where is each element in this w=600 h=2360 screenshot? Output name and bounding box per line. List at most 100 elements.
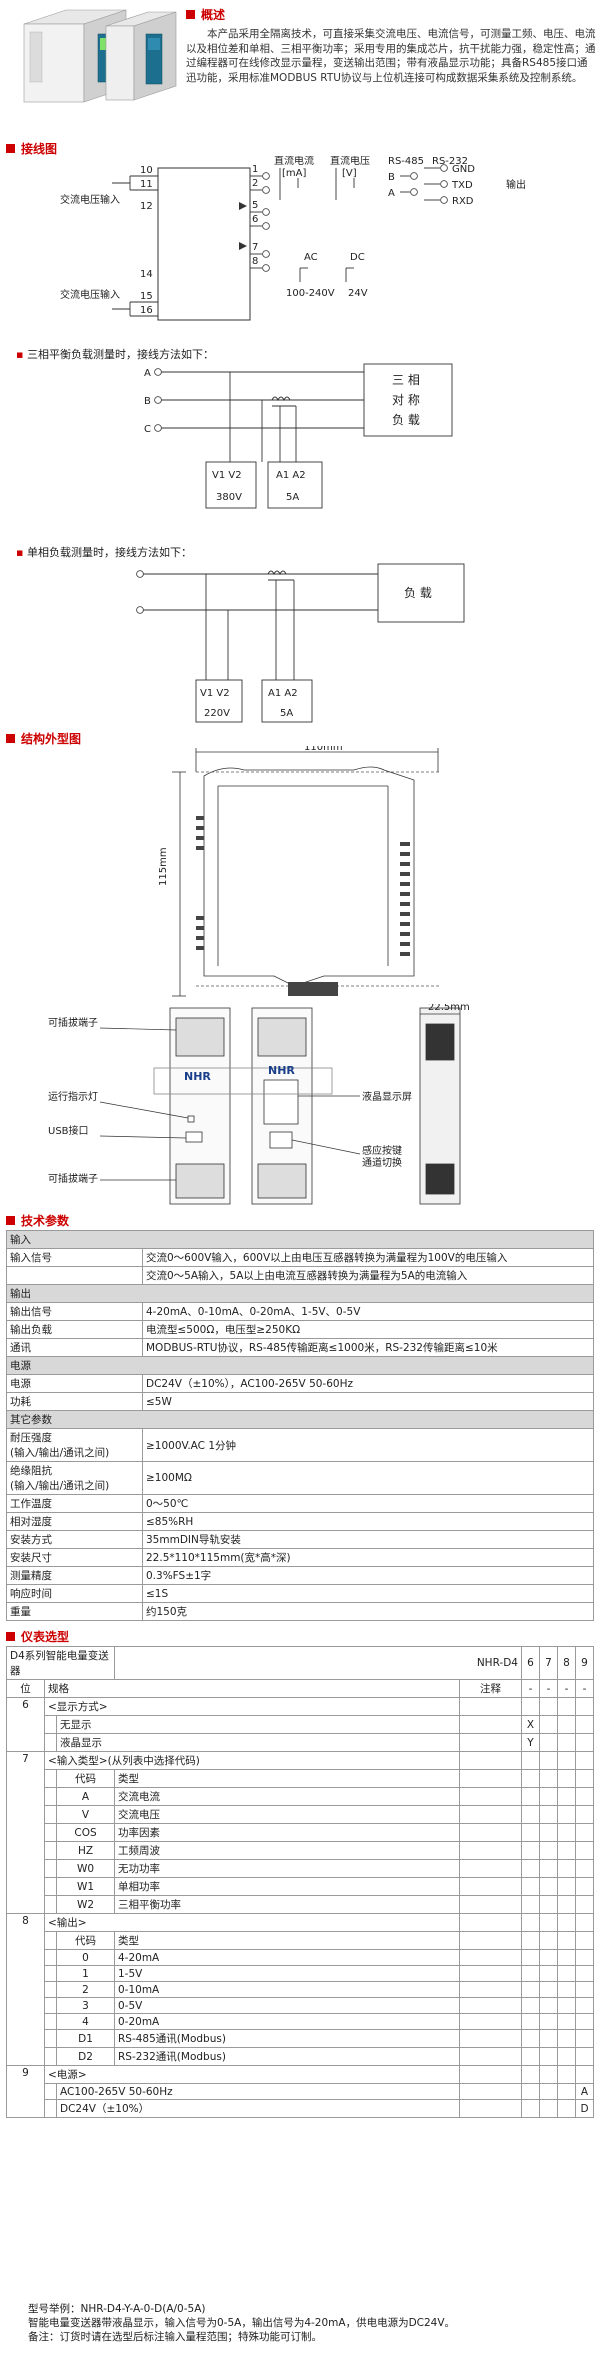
selection-mark-cell [557, 2083, 576, 2100]
selection-mark-cell [575, 1697, 594, 1716]
selection-note-cell [459, 1841, 522, 1860]
wiring-dc-current-unit: [mA] [282, 168, 306, 179]
selection-item-code: 3 [56, 1997, 115, 2014]
selection-group-pos: 9 [6, 2065, 45, 2118]
spec-value: 交流0～5A输入，5A以上由电流互感器转换为满量程为5A的电流输入 [142, 1266, 594, 1285]
footnote-description: 智能电量变送器带液晶显示，输入信号为0-5A，输出信号为4-20mA，供电电源为… [28, 2317, 456, 2329]
selection-mark-cell [539, 2047, 558, 2066]
selection-item-name: 0-5V [114, 1997, 460, 2014]
selection-blank-cell [44, 1859, 57, 1878]
wiring-ac-range: 100-240V [286, 288, 335, 299]
selection-item-name: 无显示 [56, 1715, 460, 1734]
structure-label-pluggable-bottom: 可插拔端子 [48, 1172, 98, 1185]
selection-dash-cell: - [521, 1679, 540, 1698]
wiring-title: 接线图 [21, 141, 58, 156]
selection-note-cell [459, 2013, 522, 2030]
selection-blank-cell [44, 1769, 57, 1788]
selection-item-name: 0-20mA [114, 2013, 460, 2030]
wiring-terminal-8: 8 [252, 256, 258, 267]
spec-value: 电流型≤500Ω，电压型≥250KΩ [142, 1320, 594, 1339]
selection-item-code: 1 [56, 1965, 115, 1982]
overview-section: 概述 本产品采用全隔离技术，可直接采集交流电压、电流信号，可测量工频、电压、电流… [186, 6, 596, 85]
selection-mark-cell [539, 1981, 558, 1998]
selection-mark-cell [521, 1981, 540, 1998]
wiring-rs485-b: B [388, 172, 395, 183]
selection-note-cell [459, 1751, 522, 1770]
selection-blank-cell [44, 2013, 57, 2030]
spec-key: 响应时间 [6, 1584, 143, 1603]
selection-item-name: 工频周波 [114, 1841, 460, 1860]
wiring-terminal-15: 15 [140, 291, 153, 302]
spec-row: 耐压强度 (输入/输出/通讯之间)≥1000V.AC 1分钟 [6, 1428, 594, 1462]
selection-item-code: W0 [56, 1859, 115, 1878]
selection-mark-cell [539, 1805, 558, 1824]
selection-mark-cell [557, 1697, 576, 1716]
selection-item-code: 4 [56, 2013, 115, 2030]
selection-mark-cell [575, 1859, 594, 1878]
selection-blank-cell [44, 2047, 57, 2066]
selection-group-pos: 6 [6, 1697, 45, 1752]
selection-item-mark: Y [521, 1733, 540, 1752]
selection-mark-cell [521, 1949, 540, 1966]
single-phase-caption: ▪ 单相负载测量时，接线方法如下： [16, 546, 192, 559]
selection-blank-cell [44, 1733, 57, 1752]
selection-mark-cell [521, 1769, 540, 1788]
single-phase-v-box-l2: 220V [204, 708, 230, 719]
wiring-terminal-10: 10 [140, 165, 153, 176]
selection-mark-cell [575, 2013, 594, 2030]
selection-mark-cell [575, 1769, 594, 1788]
structure-label-run-led: 运行指示灯 [48, 1090, 98, 1103]
selection-type-head: 类型 [114, 1769, 460, 1788]
selection-group-pos: 8 [6, 1913, 45, 2066]
wiring-terminal-7: 7 [252, 242, 258, 253]
single-phase-diagram: 负 载 V1 V2 220V A1 A2 5A [136, 563, 465, 723]
selection-item-name: 0-10mA [114, 1981, 460, 1998]
spec-key: 相对湿度 [6, 1512, 143, 1531]
wiring-ac-voltage-in-1: 交流电压输入 [60, 193, 120, 206]
selection-mark-cell [521, 1997, 540, 2014]
selection-footnote: 型号举例：NHR-D4-Y-A-0-D(A/0-5A) 智能电量变送器带液晶显示… [28, 2302, 455, 2344]
structure-brand-1: NHR [184, 1070, 211, 1083]
selection-label-row: 位规格注释---- [6, 1679, 594, 1698]
wiring-terminal-2: 2 [252, 178, 258, 189]
three-phase-caption: ▪ 三相平衡负载测量时，接线方法如下： [16, 348, 214, 361]
selection-note-cell [459, 1787, 522, 1806]
three-phase-a-box-l1: A1 A2 [276, 470, 306, 481]
selection-item-code: V [56, 1805, 115, 1824]
selection-mark-cell [539, 1787, 558, 1806]
wiring-ac-label: AC [304, 252, 318, 263]
wiring-terminal-14: 14 [140, 269, 153, 280]
selection-mark-cell [521, 2047, 540, 2066]
selection-item-code: 0 [56, 1949, 115, 1966]
selection-mark-cell [557, 1997, 576, 2014]
spec-value: 22.5*110*115mm(宽*高*深) [142, 1548, 594, 1567]
selection-mark-cell [575, 1981, 594, 1998]
selection-group-title: <输入类型>(从列表中选择代码) [44, 1751, 460, 1770]
section-marker-icon [6, 143, 15, 153]
selection-mark-cell [521, 2013, 540, 2030]
selection-mark-cell [557, 1895, 576, 1914]
structure-brand-2: NHR [268, 1064, 295, 1077]
selection-col-8: 8 [557, 1646, 576, 1680]
selection-note-cell [459, 2099, 522, 2118]
spec-key: 安装尺寸 [6, 1548, 143, 1567]
selection-item-code: A [56, 1787, 115, 1806]
spec-section-header: 技术参数 [6, 1212, 69, 1228]
structure-depth-dim: 22.5mm [428, 1004, 470, 1013]
selection-series-name: D4系列智能电量变送器 [6, 1646, 115, 1680]
single-phase-a-box-l2: 5A [280, 708, 293, 719]
section-marker-icon [6, 1215, 15, 1225]
spec-title: 技术参数 [21, 1213, 70, 1228]
selection-mark-cell [557, 1751, 576, 1770]
selection-mark-cell [539, 1751, 558, 1770]
structure-label-usb: USB接口 [48, 1124, 89, 1137]
selection-mark-cell [539, 1931, 558, 1950]
structure-width-dim: 110mm [304, 746, 343, 753]
